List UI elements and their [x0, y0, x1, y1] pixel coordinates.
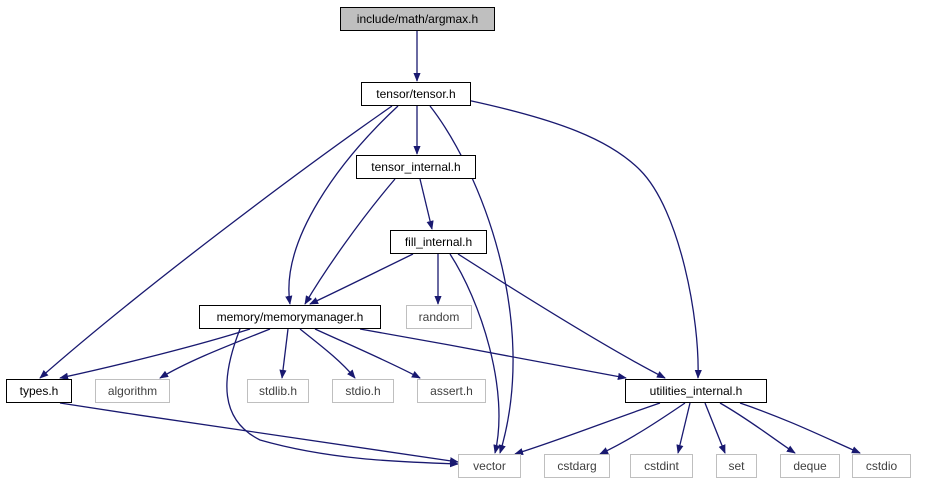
nodes: include/math/argmax.h tensor/tensor.h tens… [6, 7, 911, 478]
node-cstdio: cstdio [852, 454, 911, 478]
edge-tensor-to-memorymanager [285, 105, 399, 305]
edge-memorymanager-to-utilities_internal [359, 328, 627, 380]
node-box [361, 82, 471, 106]
node-deque: deque [780, 454, 840, 478]
node-random: random [406, 305, 472, 329]
node-box [199, 305, 381, 329]
node-cstdarg: cstdarg [544, 454, 610, 478]
node-box [390, 230, 487, 254]
edge-tensor-to-vector [429, 105, 514, 454]
node-box [417, 379, 486, 403]
node-label: tensor/tensor.h [376, 87, 455, 101]
node-box [356, 155, 476, 179]
edge-utilities_internal-to-cstdarg [599, 402, 686, 455]
edge-utilities_internal-to-vector [514, 402, 661, 456]
node-types[interactable]: types.h [6, 379, 72, 403]
node-fill-internal[interactable]: fill_internal.h [390, 230, 487, 254]
node-label: random [419, 310, 460, 324]
node-box [95, 379, 170, 403]
node-label: stdio.h [345, 384, 380, 398]
node-box [630, 454, 693, 478]
edge-tensor-to-utilities_internal [466, 99, 702, 379]
node-box [780, 454, 840, 478]
node-tensor[interactable]: tensor/tensor.h [361, 82, 471, 106]
node-label: vector [473, 459, 506, 473]
node-box [247, 379, 309, 403]
edge-memorymanager-to-stdio [299, 328, 356, 379]
node-box [716, 454, 757, 478]
node-stdlib: stdlib.h [247, 379, 309, 403]
edge-utilities_internal-to-cstdint [676, 402, 691, 454]
edges [39, 31, 861, 468]
node-box [625, 379, 767, 403]
node-label: cstdint [644, 459, 679, 473]
node-box [852, 454, 911, 478]
node-label: tensor_internal.h [371, 160, 460, 174]
node-utilities-internal[interactable]: utilities_internal.h [625, 379, 767, 403]
edge-utilities_internal-to-deque [719, 402, 796, 454]
node-stdio: stdio.h [332, 379, 394, 403]
node-label: types.h [20, 384, 59, 398]
edge-utilities_internal-to-cstdio [739, 402, 861, 454]
node-assert: assert.h [417, 379, 486, 403]
node-label: cstdio [866, 459, 898, 473]
edge-memorymanager-to-vector [226, 328, 459, 468]
node-box [340, 7, 495, 31]
node-label: set [728, 459, 745, 473]
node-label: cstdarg [557, 459, 596, 473]
node-box [332, 379, 394, 403]
edge-fill_internal-to-vector [449, 253, 501, 454]
node-cstdint: cstdint [630, 454, 693, 478]
node-label: fill_internal.h [405, 235, 472, 249]
node-algorithm: algorithm [95, 379, 170, 403]
edge-memorymanager-to-stdlib [279, 328, 289, 379]
edge-utilities_internal-to-set [704, 402, 726, 454]
node-box [544, 454, 610, 478]
node-argmax[interactable]: include/math/argmax.h [340, 7, 495, 31]
node-set: set [716, 454, 757, 478]
edge-fill_internal-to-utilities_internal [457, 253, 666, 379]
edge-tensor_internal-to-memorymanager [304, 178, 396, 305]
edge-memorymanager-to-algorithm [159, 328, 271, 379]
node-memorymanager[interactable]: memory/memorymanager.h [199, 305, 381, 329]
node-tensor-internal[interactable]: tensor_internal.h [356, 155, 476, 179]
node-label: include/math/argmax.h [357, 12, 478, 26]
node-label: assert.h [430, 384, 473, 398]
edge-memorymanager-to-types [59, 328, 251, 380]
node-label: memory/memorymanager.h [217, 310, 364, 324]
edge-fill_internal-to-memorymanager [309, 253, 414, 305]
node-label: deque [793, 459, 827, 473]
edge-types-to-vector [59, 402, 459, 465]
node-box [6, 379, 72, 403]
edge-tensor_internal-to-fill_internal [419, 178, 434, 230]
edge-memorymanager-to-assert [314, 328, 421, 379]
node-label: stdlib.h [259, 384, 297, 398]
edge-tensor-to-types [39, 105, 393, 379]
node-label: utilities_internal.h [650, 384, 743, 398]
node-box [406, 305, 472, 329]
node-vector: vector [458, 454, 521, 478]
node-box [458, 454, 521, 478]
node-label: algorithm [108, 384, 157, 398]
